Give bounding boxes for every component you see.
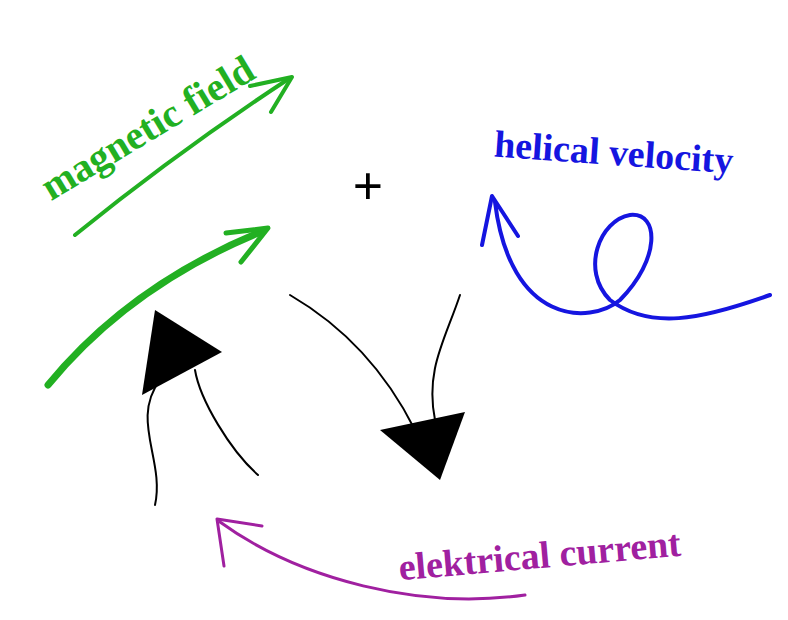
current-line [432, 295, 460, 420]
triangle-head [142, 310, 222, 395]
field-label: magnetic field [34, 49, 261, 207]
helix-line [495, 202, 770, 319]
plus-sign: + [353, 159, 384, 213]
current-line [290, 295, 415, 430]
current-line [195, 370, 258, 475]
arrow-head [217, 519, 262, 566]
current-label: elektrical current [397, 524, 682, 587]
current-line [148, 380, 160, 505]
triangle-head [380, 412, 465, 480]
velocity-label: helical velocity [493, 125, 735, 180]
arrow-head [226, 228, 268, 262]
arrow-head [482, 196, 518, 245]
